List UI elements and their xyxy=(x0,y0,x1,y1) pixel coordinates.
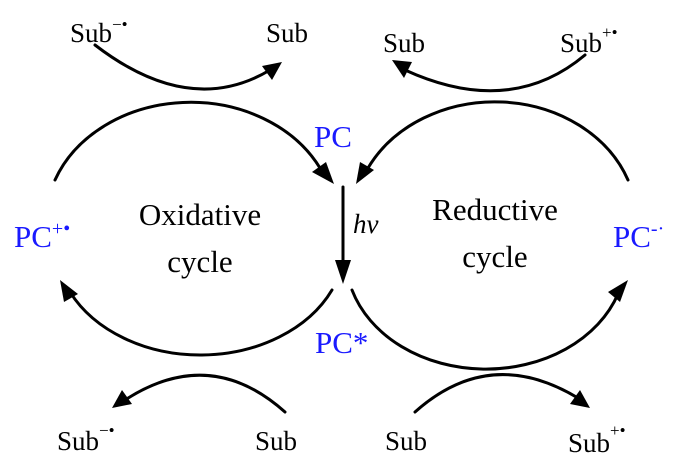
top-left-sub: Sub xyxy=(266,18,308,48)
oxidative-cycle-line1: Oxidative xyxy=(139,197,261,232)
bottom-left-sub: Sub xyxy=(255,426,297,456)
pc-ground-state-label: PC xyxy=(314,119,352,154)
top-left-sub-radical-anion: Sub−• xyxy=(70,15,128,48)
bottom-right-substrate-arrowhead xyxy=(570,390,590,408)
bottom-left-substrate-arrowhead xyxy=(112,390,132,408)
excitation-arrowhead xyxy=(335,260,351,284)
excitation-label: hv xyxy=(353,209,379,239)
oxidative-top-arc xyxy=(53,100,322,182)
top-left-substrate-arrowhead xyxy=(262,62,282,80)
reductive-cycle-line2: cycle xyxy=(462,239,527,274)
reductive-top-arrowhead xyxy=(356,162,374,184)
bottom-right-sub-radical-cation: Sub+• xyxy=(568,421,626,458)
oxidative-bottom-arc xyxy=(68,288,334,357)
oxidative-top-arrowhead xyxy=(312,162,334,184)
top-right-substrate-arc xyxy=(403,53,587,93)
reductive-bottom-arrowhead xyxy=(608,280,628,302)
top-left-substrate-arc xyxy=(93,43,272,91)
bottom-left-sub-radical-anion: Sub−• xyxy=(57,421,115,456)
bottom-right-sub: Sub xyxy=(385,426,427,456)
bottom-right-substrate-arc xyxy=(413,373,580,414)
pc-reduced-label: PC-· xyxy=(613,218,664,254)
pc-excited-state-label: PC* xyxy=(315,325,368,360)
top-right-sub: Sub xyxy=(383,28,425,58)
oxidative-cycle-line2: cycle xyxy=(167,244,232,279)
oxidative-bottom-arrowhead xyxy=(60,280,78,302)
reductive-top-arc xyxy=(366,100,630,182)
pc-oxidized-label: PC+• xyxy=(14,218,70,254)
top-right-sub-radical-cation: Sub+• xyxy=(560,23,618,58)
reductive-cycle-line1: Reductive xyxy=(432,192,558,227)
top-right-substrate-arrowhead xyxy=(392,60,412,78)
bottom-left-substrate-arc xyxy=(123,373,287,414)
reductive-bottom-arc xyxy=(350,288,620,371)
